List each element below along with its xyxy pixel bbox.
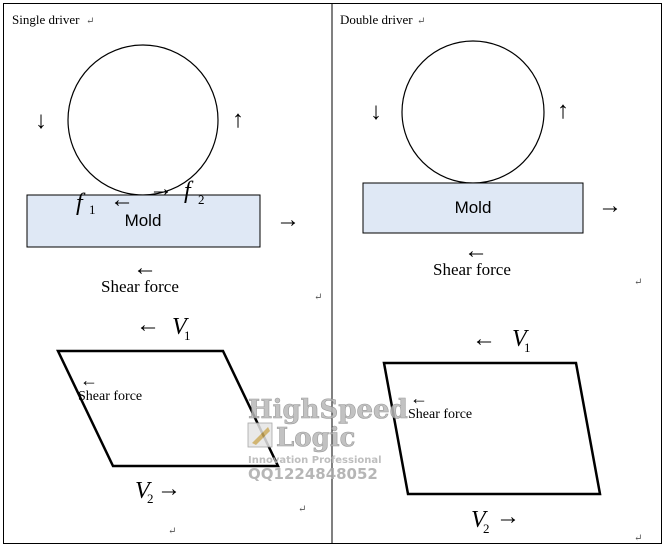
f2-subscript: 2 — [198, 192, 205, 207]
shear-force-inner-label: Shear force — [78, 389, 142, 404]
v2-subscript: 2 — [147, 491, 154, 506]
watermark-line1: HighSpeed — [248, 395, 408, 425]
watermark-pen-icon — [252, 427, 270, 445]
return-mark: ↵ — [168, 526, 176, 537]
down-arrow-icon: ↓ — [35, 108, 47, 134]
right-arrow-icon: → — [149, 176, 173, 202]
down-arrow-icon: ↓ — [370, 99, 382, 125]
roller-circle — [401, 40, 545, 184]
v1-subscript: 1 — [524, 340, 531, 355]
mold-label: Mold — [125, 211, 162, 230]
left-arrow-icon: ← — [464, 238, 488, 264]
left-arrow-icon: ← — [110, 187, 134, 213]
panel-title: Single driver — [12, 12, 80, 27]
return-mark: ↵ — [298, 504, 306, 515]
v2-subscript: 2 — [483, 521, 490, 536]
v1-label: V — [172, 314, 189, 340]
return-mark: ↵ — [634, 533, 642, 544]
shear-force-inner-label: Shear force — [408, 407, 472, 422]
v1-subscript: 1 — [184, 328, 191, 343]
v1-label: V — [512, 326, 529, 352]
f1-subscript: 1 — [89, 202, 96, 217]
roller-circle — [67, 44, 219, 196]
mold-rect — [362, 182, 584, 234]
left-arrow-icon: ← — [80, 370, 98, 390]
left-arrow-icon: ← — [410, 388, 428, 408]
panel-title: Double driver — [340, 12, 413, 27]
shear-force-label: Shear force — [433, 260, 511, 279]
up-arrow-icon: ↑ — [557, 98, 569, 124]
right-arrow-icon: → — [598, 193, 622, 219]
return-mark: ↵ — [314, 292, 322, 303]
right-arrow-icon: → — [496, 504, 520, 530]
return-mark: ↵ — [86, 16, 94, 27]
shear-parallelogram — [56, 349, 280, 468]
left-arrow-icon: ← — [472, 326, 496, 352]
watermark-line2: Logic — [276, 423, 356, 453]
left-arrow-icon: ← — [133, 255, 157, 281]
watermark-line3: Innovation Professional — [248, 455, 382, 466]
f1-label: f — [76, 190, 86, 216]
right-arrow-icon: → — [276, 207, 300, 233]
v2-label: V — [471, 507, 488, 533]
f2-label: f — [184, 178, 194, 204]
shear-parallelogram — [382, 361, 602, 496]
watermark: HighSpeed Logic Innovation Professional … — [247, 395, 408, 483]
right-arrow-icon: → — [157, 476, 181, 502]
watermark-line4: QQ1224848052 — [248, 465, 378, 483]
return-mark: ↵ — [417, 16, 425, 27]
double-driver-panel: Double driver ↵ ↓ ↑ Mold → ← Shear force… — [340, 12, 642, 544]
up-arrow-icon: ↑ — [232, 107, 244, 133]
single-driver-panel: Single driver ↵ ↓ ↑ Mold → f 1 ← → f 2 ←… — [12, 12, 322, 537]
mold-label: Mold — [455, 198, 492, 217]
shear-force-label: Shear force — [101, 277, 179, 296]
v2-label: V — [135, 478, 152, 504]
mold-rect — [26, 194, 261, 248]
left-arrow-icon: ← — [136, 312, 160, 338]
return-mark: ↵ — [634, 277, 642, 288]
